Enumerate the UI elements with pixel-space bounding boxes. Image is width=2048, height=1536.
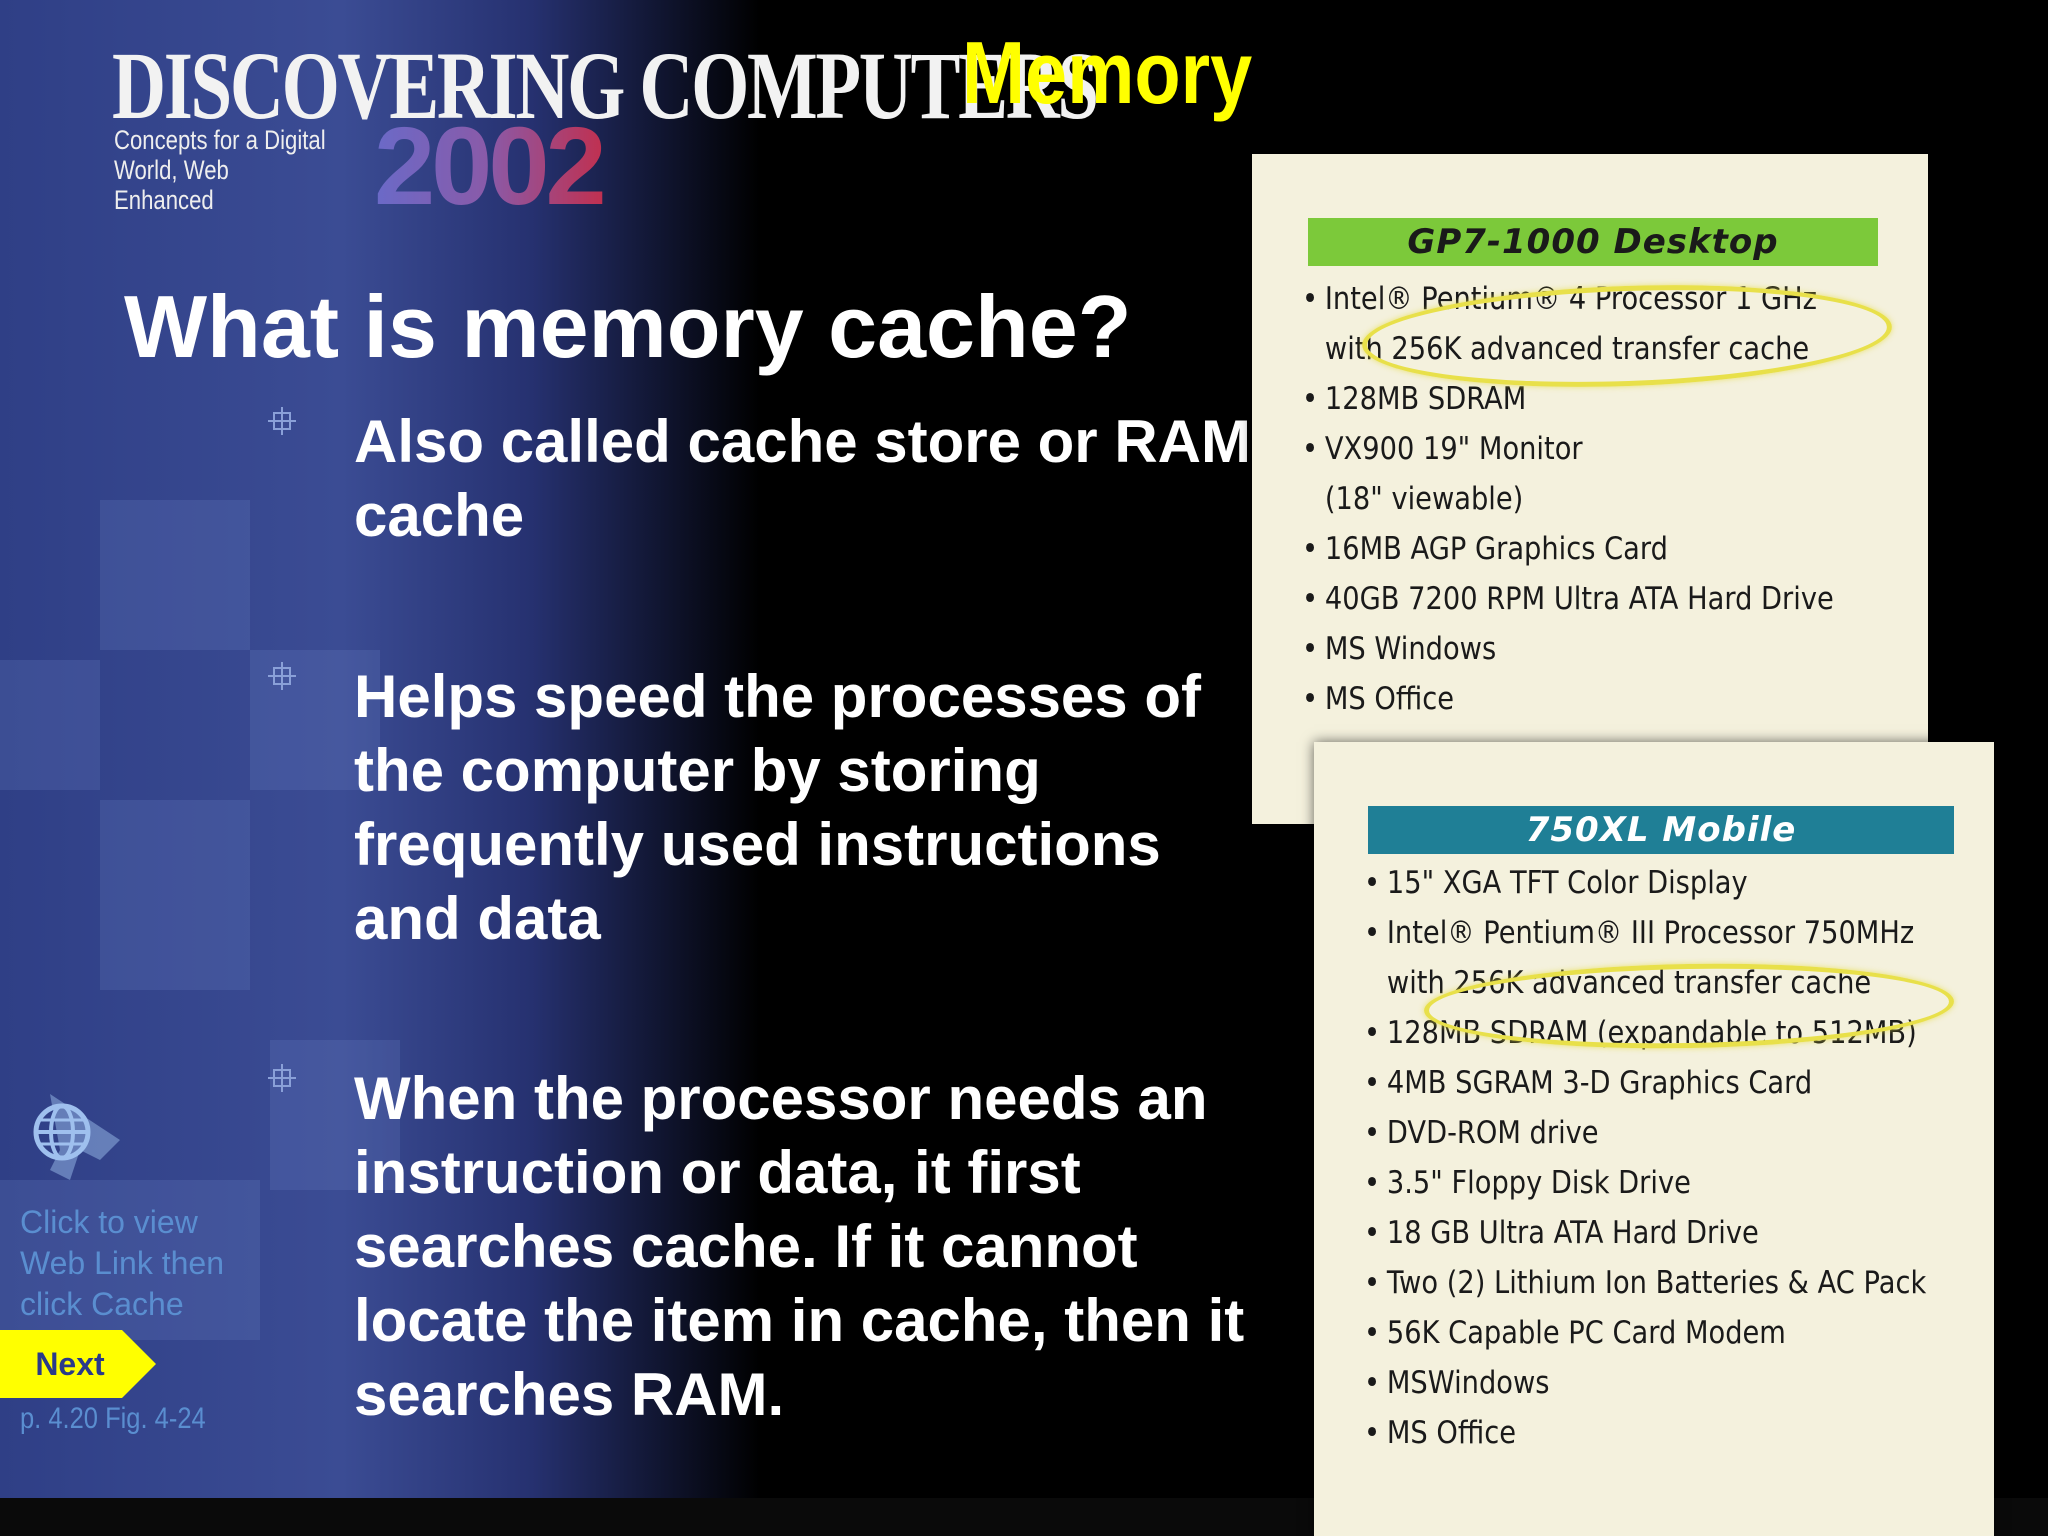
bullet-marker-icon [268,662,296,690]
background-tile [250,650,380,790]
section-title: Memory [962,23,1253,122]
spec-item: •Intel® Pentium® 4 Processor 1 GHz [1302,281,1817,317]
web-link-globe-icon[interactable] [20,1090,130,1190]
logo-subtitle-line2: World, Web Enhanced [114,155,229,215]
spec-item: •MS Office [1302,681,1455,717]
bullet-text: Also called cache store or RAM cache [354,408,1251,549]
desktop-spec-list: •Intel® Pentium® 4 Processor 1 GHz with … [1302,274,1906,724]
logo-subtitle-line1: Concepts for a Digital [114,125,326,155]
spec-item: •56K Capable PC Card Modem [1364,1315,1786,1351]
spec-item: •MS Office [1364,1415,1517,1451]
web-link-instructions[interactable]: Click to view Web Link then click Cache [20,1204,224,1322]
spec-item: •15" XGA TFT Color Display [1364,865,1748,901]
spec-item: •MS Windows [1302,631,1497,667]
mobile-spec-card: 750XL Mobile •15" XGA TFT Color Display … [1314,742,1994,1536]
logo-subtitle: Concepts for a Digital World, Web Enhanc… [114,125,327,215]
spec-item: with 256K advanced transfer cache [1324,331,1810,367]
slide-heading: What is memory cache? [124,277,1132,376]
page-reference: p. 4.20 Fig. 4-24 [20,1402,206,1435]
spec-item: •Intel® Pentium® III Processor 750MHz [1364,915,1915,951]
spec-item: •16MB AGP Graphics Card [1302,531,1668,567]
background-tile [270,1040,400,1190]
spec-item: •128MB SDRAM (expandable to 512MB) [1364,1015,1917,1051]
spec-item: •Two (2) Lithium Ion Batteries & AC Pack [1364,1265,1927,1301]
logo-title: DISCOVERING COMPUTERS [112,32,1099,139]
logo: DISCOVERING COMPUTERS Concepts for a Dig… [112,30,1099,222]
background-tile [0,660,100,790]
spec-item: •3.5" Floppy Disk Drive [1364,1165,1691,1201]
spec-item: •4MB SGRAM 3-D Graphics Card [1364,1065,1813,1101]
next-button-shape[interactable] [0,1330,156,1398]
logo-year: 2002 [374,105,607,228]
mobile-spec-list: •15" XGA TFT Color Display •Intel® Penti… [1364,858,2003,1458]
mobile-card-title: 750XL Mobile [1368,806,1954,854]
bullet-marker-icon [268,1064,296,1092]
bullet-text: Helps speed the processes of the compute… [354,663,1201,952]
spec-item: •128MB SDRAM [1302,381,1527,417]
spec-item: •MSWindows [1364,1365,1550,1401]
spec-item: •18 GB Ultra ATA Hard Drive [1364,1215,1759,1251]
spec-item: •40GB 7200 RPM Ultra ATA Hard Drive [1302,581,1834,617]
desktop-spec-card: GP7-1000 Desktop •Intel® Pentium® 4 Proc… [1252,154,1928,824]
spec-item: with 256K advanced transfer cache [1386,965,1872,1001]
spec-item: •VX900 19" Monitor [1302,431,1583,467]
background-gradient [0,0,760,1500]
bullet-marker-icon [268,407,296,435]
background-tile [100,800,250,990]
background-tile [100,500,250,650]
bullet-text: When the processor needs an instruction … [354,1065,1245,1428]
desktop-card-title: GP7-1000 Desktop [1308,218,1878,266]
background-tile [0,1180,260,1340]
next-button[interactable]: Next [35,1346,105,1382]
spec-item: (18" viewable) [1324,481,1524,517]
spec-item: •DVD-ROM drive [1364,1115,1599,1151]
